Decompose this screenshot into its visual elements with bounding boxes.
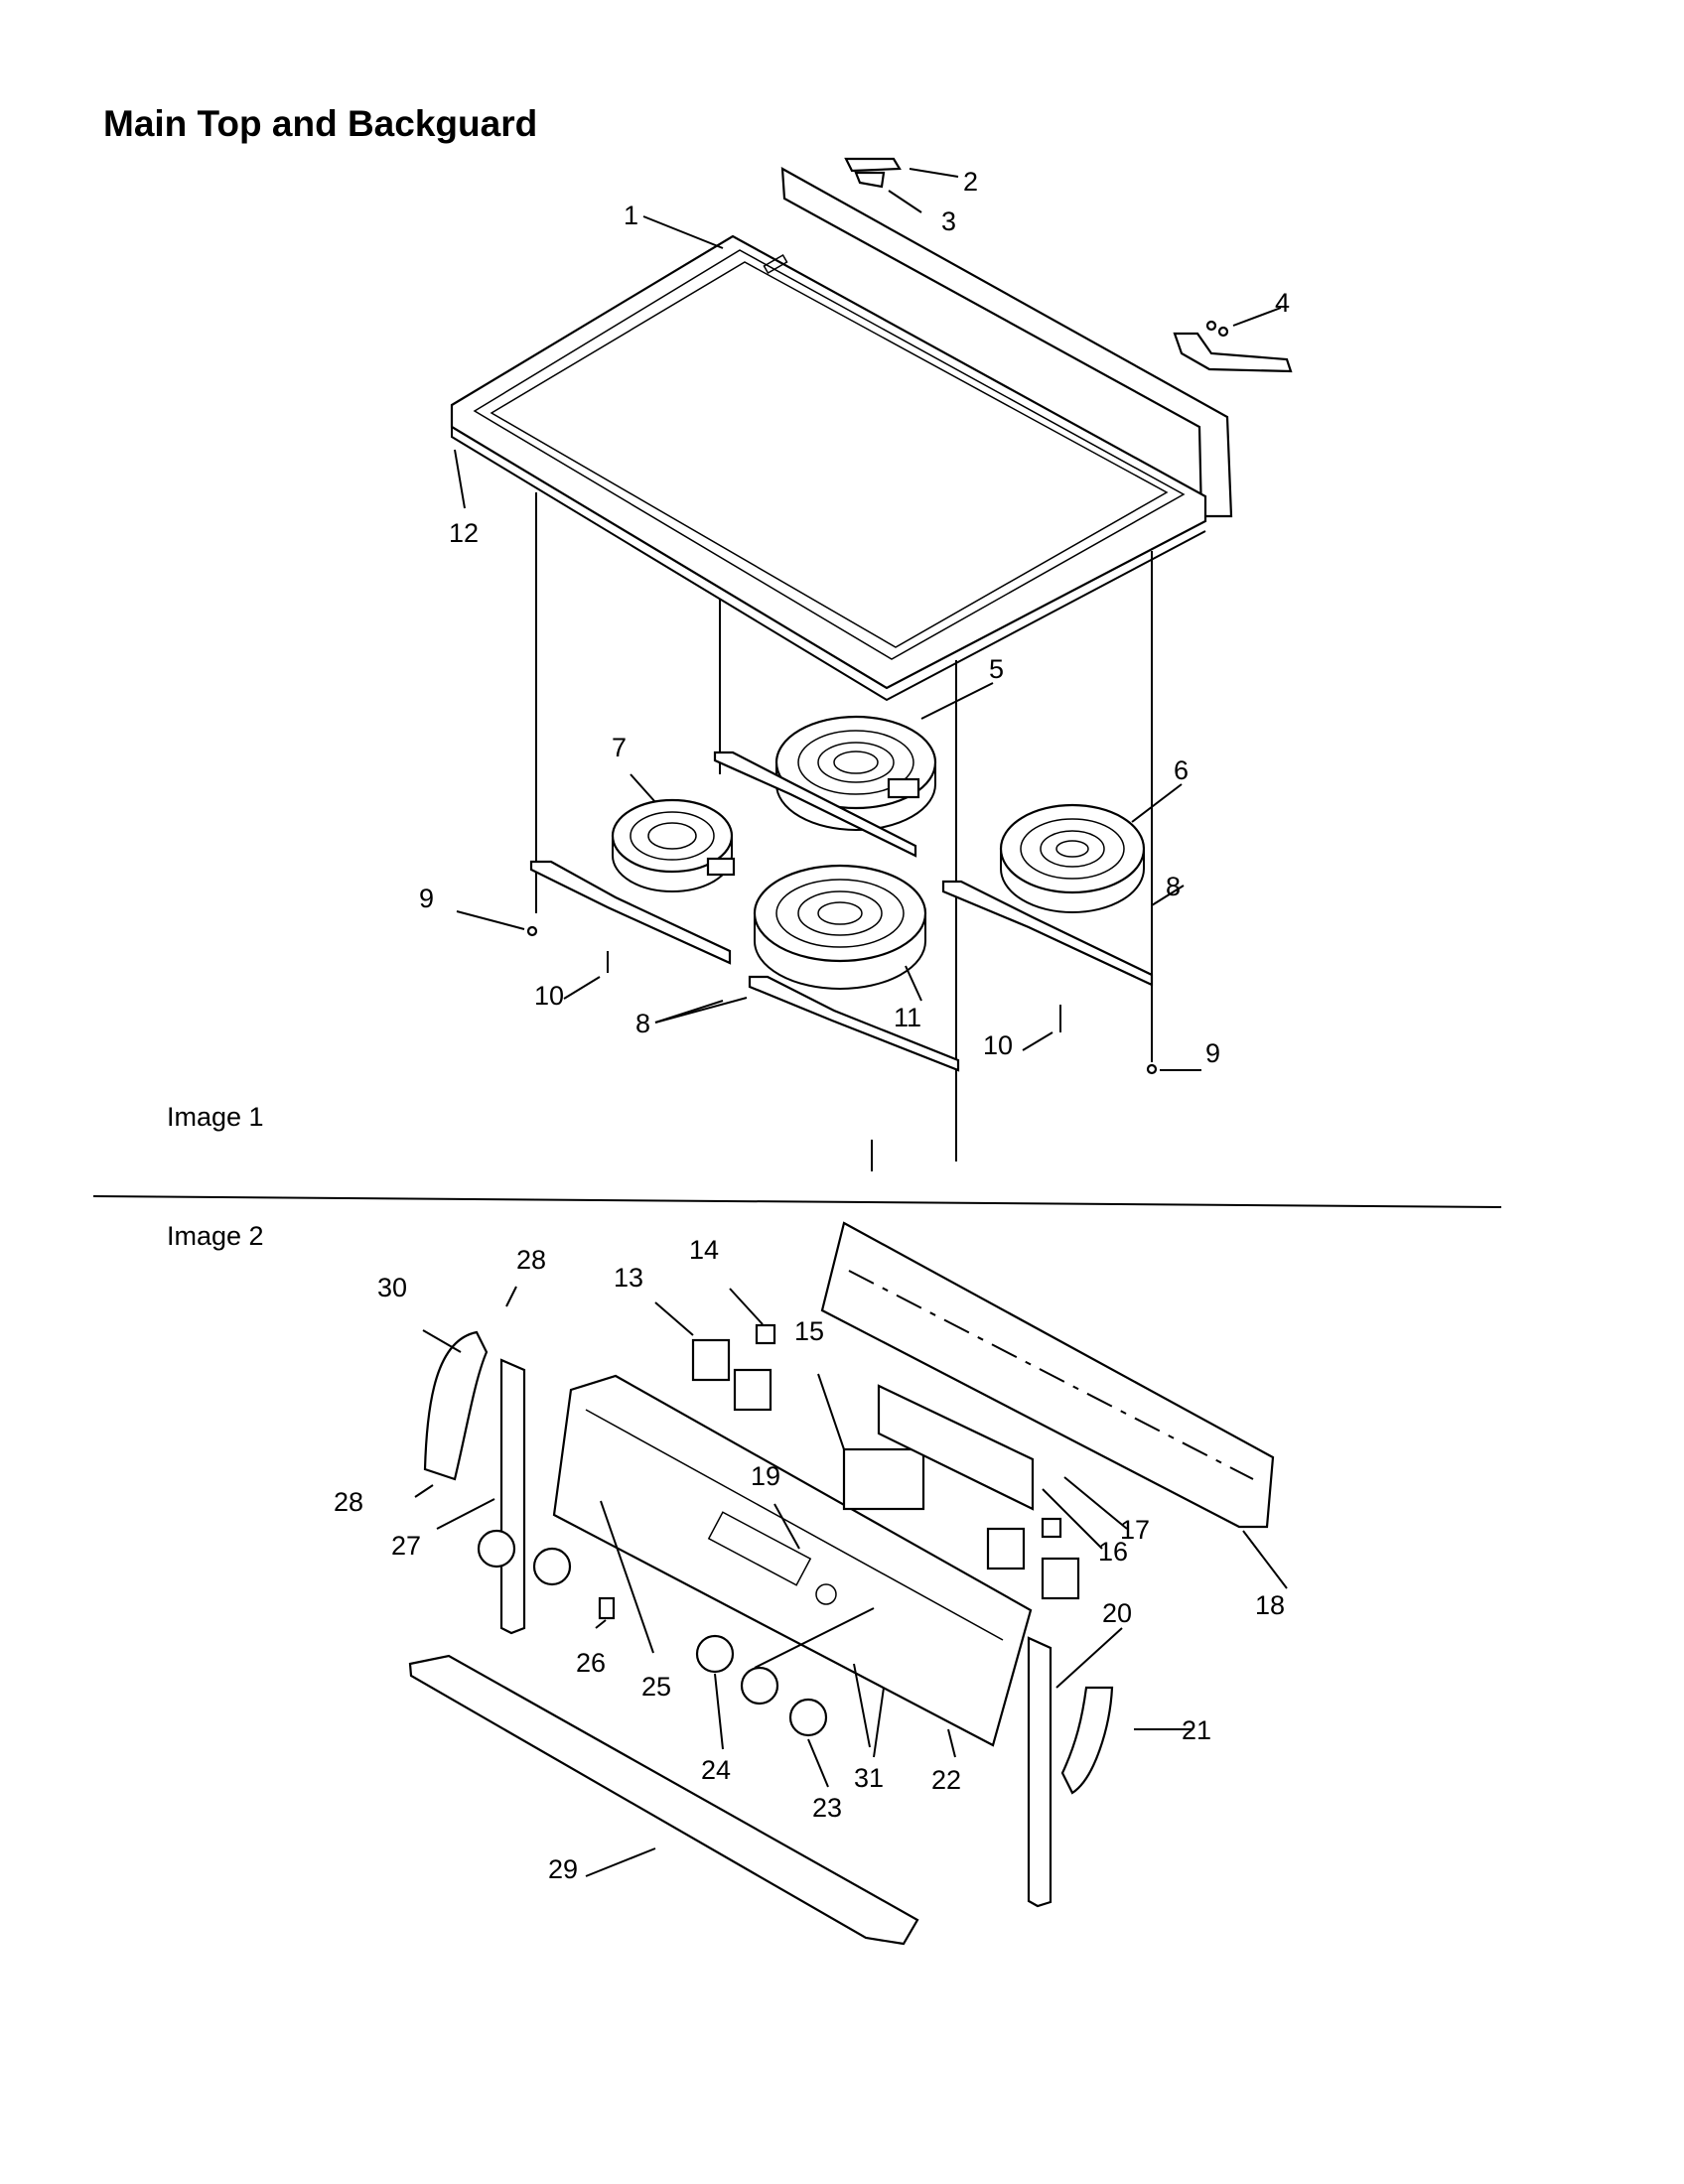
callout-24: 24 bbox=[701, 1755, 731, 1785]
callout-numbers: 1 2 3 4 5 6 7 8 8 9 9 10 10 11 12 13 14 … bbox=[334, 167, 1290, 1884]
callout-1: 1 bbox=[624, 201, 638, 230]
heating-element-11 bbox=[753, 864, 927, 1002]
callout-19: 19 bbox=[751, 1461, 780, 1491]
clock-15 bbox=[842, 1447, 925, 1511]
support-rail-top bbox=[713, 751, 917, 858]
callout-16: 16 bbox=[1098, 1537, 1128, 1567]
callout-9a: 9 bbox=[419, 884, 434, 913]
rear-cover-18 bbox=[820, 1221, 1288, 1589]
cooktop-glass bbox=[490, 261, 1169, 648]
heating-element-7 bbox=[611, 773, 736, 892]
cooktop-frame-inner bbox=[473, 249, 1186, 660]
support-rail-right bbox=[941, 880, 1154, 987]
control-panel-22 bbox=[552, 1374, 1033, 1758]
callout-21: 21 bbox=[1182, 1715, 1211, 1745]
callout-14: 14 bbox=[689, 1235, 719, 1265]
callout-27: 27 bbox=[391, 1531, 421, 1561]
callout-28b: 28 bbox=[334, 1487, 363, 1517]
image-2-label: Image 2 bbox=[167, 1221, 264, 1251]
main-top-assembly bbox=[450, 167, 1233, 702]
callout-31: 31 bbox=[854, 1763, 884, 1793]
page-title: Main Top and Backguard bbox=[103, 103, 538, 144]
screws bbox=[456, 910, 1201, 1171]
side-rail-left-27 bbox=[499, 1358, 526, 1635]
callout-8b: 8 bbox=[635, 1009, 650, 1038]
misc-leaders bbox=[414, 1286, 871, 1748]
cooktop-vent-slot bbox=[763, 254, 788, 274]
bracket-part-4 bbox=[1173, 307, 1293, 373]
callout-2: 2 bbox=[963, 167, 978, 197]
callout-6: 6 bbox=[1174, 755, 1189, 785]
switch-16 bbox=[986, 1527, 1026, 1570]
panel-display-window bbox=[707, 1511, 812, 1586]
end-cap-right-21 bbox=[1060, 1686, 1114, 1795]
lower-trim-29 bbox=[408, 1654, 919, 1946]
callout-30: 30 bbox=[377, 1273, 407, 1302]
callout-3: 3 bbox=[941, 206, 956, 236]
section-divider bbox=[92, 1195, 1502, 1208]
cooktop-surface bbox=[450, 234, 1207, 690]
heating-element-5 bbox=[774, 682, 994, 831]
switch-13 bbox=[691, 1338, 731, 1382]
callout-18: 18 bbox=[1255, 1590, 1285, 1620]
callout-12: 12 bbox=[449, 518, 479, 548]
callout-8a: 8 bbox=[1166, 872, 1181, 901]
support-rail-front bbox=[748, 975, 960, 1072]
callout-25: 25 bbox=[641, 1672, 671, 1702]
callout-10a: 10 bbox=[534, 981, 564, 1011]
callout-4: 4 bbox=[1275, 288, 1290, 318]
callout-22: 22 bbox=[931, 1765, 961, 1795]
callout-15: 15 bbox=[794, 1316, 824, 1346]
bracket-2 bbox=[844, 157, 902, 173]
end-cap-left-30 bbox=[423, 1330, 489, 1481]
callout-26: 26 bbox=[576, 1648, 606, 1678]
image-1-label: Image 1 bbox=[167, 1102, 264, 1132]
side-rail-right-20 bbox=[1027, 1636, 1052, 1908]
end-caps-and-rails bbox=[422, 1329, 1192, 1908]
support-rail-left bbox=[529, 860, 732, 965]
bracket-3 bbox=[854, 171, 886, 189]
electronic-control-17 bbox=[877, 1384, 1035, 1511]
callout-7: 7 bbox=[612, 733, 627, 762]
bracket-parts-2-3 bbox=[844, 157, 959, 213]
control-knobs bbox=[477, 1529, 885, 1788]
callout-10b: 10 bbox=[983, 1030, 1013, 1060]
clip-26 bbox=[598, 1596, 616, 1620]
callout-9b: 9 bbox=[1205, 1038, 1220, 1068]
callout-17: 17 bbox=[1120, 1515, 1150, 1545]
infinite-switches-and-clock bbox=[654, 1288, 1128, 1600]
callout-23: 23 bbox=[812, 1793, 842, 1823]
callout-11: 11 bbox=[894, 1003, 921, 1032]
cooktop-front-edge bbox=[451, 427, 1206, 702]
callout-5: 5 bbox=[989, 654, 1004, 684]
callout-28a: 28 bbox=[516, 1245, 546, 1275]
switch-14 bbox=[755, 1323, 776, 1345]
heating-element-6 bbox=[999, 783, 1183, 913]
callout-29: 29 bbox=[548, 1854, 578, 1884]
callout-13: 13 bbox=[614, 1263, 643, 1293]
callout-20: 20 bbox=[1102, 1598, 1132, 1628]
element-support-rails bbox=[529, 751, 1185, 1072]
